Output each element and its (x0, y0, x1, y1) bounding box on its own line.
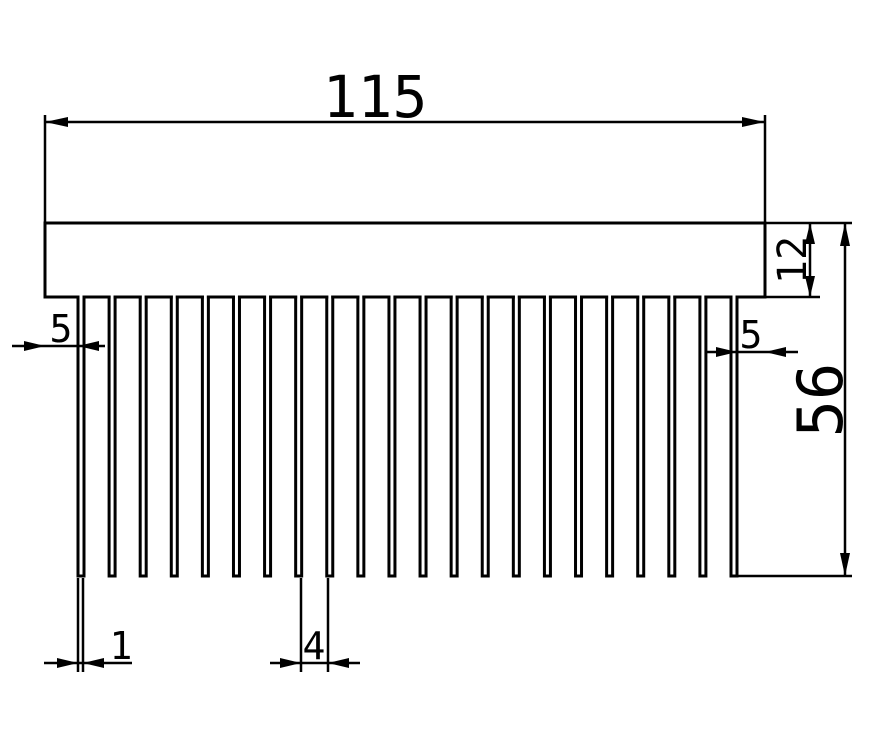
fin (698, 295, 708, 578)
fin (200, 295, 210, 578)
dim-right-5-label: 5 (740, 313, 763, 357)
fin (356, 295, 366, 578)
fins-group (76, 295, 739, 578)
dim-1-label: 1 (110, 624, 133, 668)
dim-12-label: 12 (770, 236, 816, 284)
fin (138, 295, 148, 578)
dimension-fin-thickness: 1 (44, 578, 132, 672)
fin (480, 295, 490, 578)
fin (76, 295, 86, 578)
fin (294, 295, 304, 578)
fin (636, 295, 646, 578)
dimension-fin-gap: 4 (270, 578, 360, 672)
base-plate (43, 221, 767, 299)
fin (231, 295, 241, 578)
dim-left-5-label: 5 (50, 307, 73, 351)
fin (449, 295, 459, 578)
fin (107, 295, 117, 578)
dim-56-label: 56 (784, 363, 857, 438)
fin (729, 295, 739, 578)
dim-4-label: 4 (303, 624, 326, 668)
dimension-overall-width: 115 (43, 63, 767, 222)
dimension-overall-height: 56 (737, 221, 857, 578)
dimension-left-margin: 5 (12, 307, 105, 351)
fin (418, 295, 428, 578)
dim-115-label: 115 (323, 63, 428, 131)
fin (605, 295, 615, 578)
fin (169, 295, 179, 578)
fin (667, 295, 677, 578)
fin (387, 295, 397, 578)
fin (325, 295, 335, 578)
dimension-right-margin: 5 (705, 313, 798, 357)
fin (263, 295, 273, 578)
dimension-base-thickness: 12 (765, 221, 820, 299)
fin (542, 295, 552, 578)
fin (511, 295, 521, 578)
fin (574, 295, 584, 578)
